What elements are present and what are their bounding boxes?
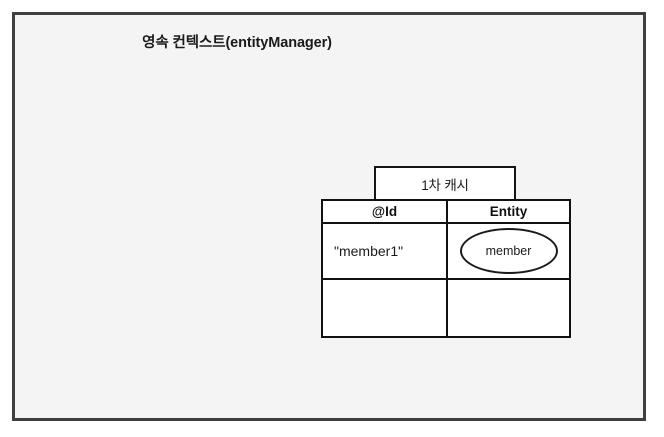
table-cell-id: [323, 280, 448, 336]
table-cell-entity: member: [448, 224, 569, 278]
table-header-row: @Id Entity: [323, 201, 569, 224]
table-row: [323, 280, 569, 336]
table-cell-id: "member1": [323, 223, 448, 278]
entity-id-value: "member1": [334, 242, 404, 259]
first-level-cache-label: 1차 캐시: [421, 177, 469, 193]
entity-name-label: member: [485, 243, 532, 258]
first-level-cache-table: @Id Entity "member1" member: [321, 199, 571, 338]
entity-ellipse-shape: member: [459, 227, 558, 274]
persistence-context-box: 영속 컨텍스트(entityManager) 1차 캐시 @Id Entity …: [12, 12, 646, 421]
table-row: "member1" member: [323, 223, 569, 280]
column-header-label-entity: Entity: [489, 203, 528, 219]
persistence-context-title: 영속 컨텍스트(entityManager): [142, 35, 332, 51]
table-cell-entity: [448, 280, 569, 336]
first-level-cache-label-box: 1차 캐시: [374, 166, 516, 199]
table-header-cell-entity: Entity: [448, 201, 569, 222]
column-header-label-id: @Id: [371, 203, 398, 219]
table-header-cell-id: @Id: [323, 201, 448, 222]
